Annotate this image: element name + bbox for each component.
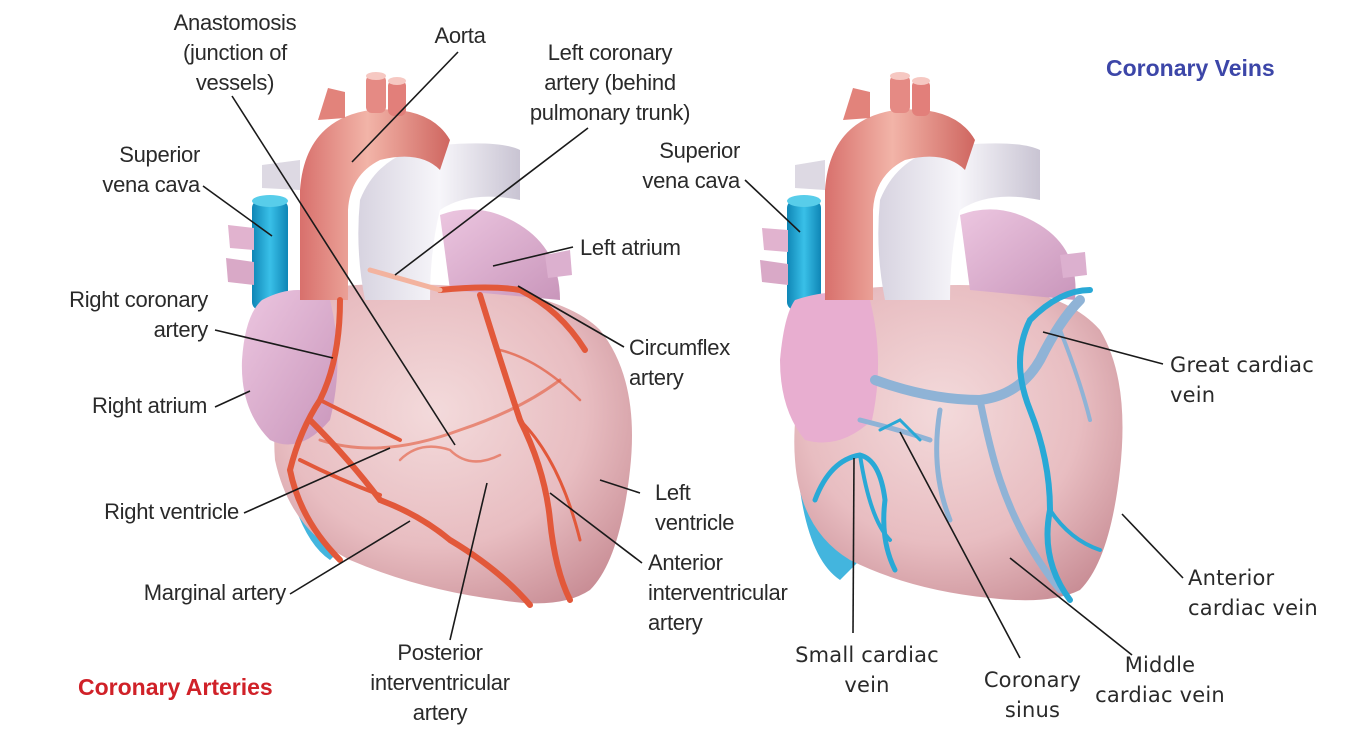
label-right-ventricle: Right ventricle (104, 499, 239, 524)
superior-vena-cava-shape (787, 200, 821, 310)
aorta-shape (300, 109, 450, 300)
right-atrium-shape (241, 290, 338, 445)
left-atrium-shape (440, 209, 560, 300)
pulmonary-trunk-shape (358, 143, 520, 300)
label-left-coronary-artery: Left coronary artery (behind pulmonary t… (529, 40, 691, 125)
label-circumflex-artery: Circumflex artery (629, 335, 730, 390)
label-anastomosis: Anastomosis (junction of vessels) (173, 10, 297, 95)
coronary-veins (812, 287, 1102, 603)
label-marginal-artery: Marginal artery (143, 580, 287, 605)
label-superior-vena-cava-right: Superior vena cava (642, 138, 740, 193)
left-heart-artwork (226, 72, 632, 608)
label-small-cardiac-vein: Small cardiac vein (795, 643, 939, 697)
leader-lines (202, 51, 1184, 659)
label-left-ventricle: Left ventricle (655, 480, 735, 535)
label-right-coronary-artery: Right coronary artery (69, 287, 208, 342)
pulmonary-trunk-shape (878, 143, 1040, 300)
label-anterior-interventricular-artery: Anterior interventricular artery (648, 550, 788, 635)
label-superior-vena-cava-left: Superior vena cava (102, 142, 200, 197)
right-heart-artwork (760, 72, 1123, 603)
label-great-cardiac-vein: Great cardiac vein (1170, 353, 1315, 407)
title-coronary-veins: Coronary Veins (1106, 55, 1275, 81)
label-coronary-sinus: Coronary sinus (983, 668, 1082, 722)
label-right-atrium: Right atrium (92, 393, 207, 418)
label-aorta: Aorta (434, 23, 486, 48)
coronary-arteries (286, 267, 588, 608)
label-posterior-interventricular-artery: Posterior interventricular artery (370, 640, 510, 725)
label-left-atrium: Left atrium (580, 235, 681, 260)
title-coronary-arteries: Coronary Arteries (78, 674, 273, 700)
label-middle-cardiac-vein: Middle cardiac vein (1095, 653, 1225, 707)
label-anterior-cardiac-vein: Anterior cardiac vein (1188, 566, 1318, 620)
right-atrium-shape (780, 292, 879, 443)
posterior-veins (857, 295, 1092, 594)
left-atrium-shape (960, 209, 1076, 300)
ventricles-shape (274, 284, 632, 604)
aorta-shape (825, 109, 975, 300)
